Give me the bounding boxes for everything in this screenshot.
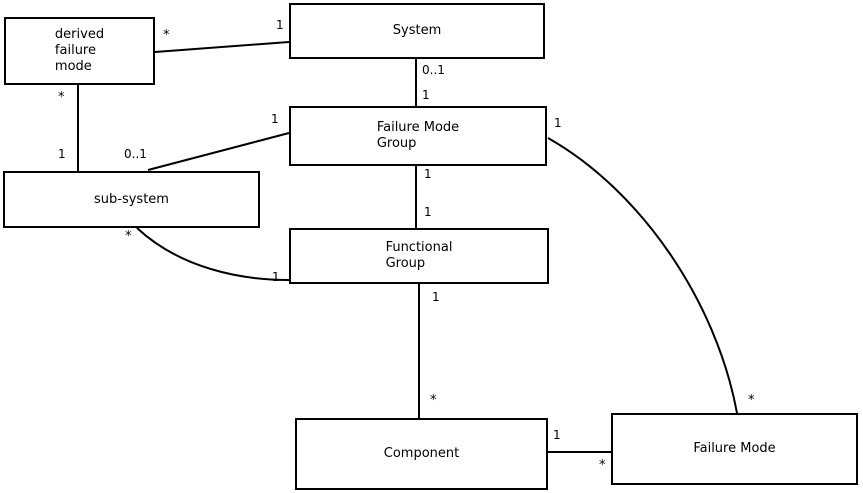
multiplicity-sub-system-to-failure-mode-group: 0..1 xyxy=(124,147,147,161)
multiplicity-system-to-failure-mode-group: 0..1 xyxy=(422,63,445,77)
class-box-system[interactable]: System xyxy=(289,3,545,59)
edge-sub-system-to-functional-group xyxy=(136,227,290,281)
multiplicity-derived-failure-mode-to-system: * xyxy=(163,28,170,43)
class-label-failure-mode: Failure Mode xyxy=(693,441,776,456)
multiplicity-component-to-failure-mode: 1 xyxy=(553,428,561,442)
multiplicity-functional-group-to-component: 1 xyxy=(432,290,440,304)
class-box-failure-mode[interactable]: Failure Mode xyxy=(611,413,858,485)
multiplicity-failure-mode-group-to-functional-group: 1 xyxy=(424,167,432,181)
class-label-failure-mode-group: Failure Mode Group xyxy=(376,120,460,151)
class-box-failure-mode-group[interactable]: Failure Mode Group xyxy=(289,106,547,166)
class-box-sub-system[interactable]: sub-system xyxy=(3,171,260,228)
multiplicity-failure-mode-to-failure-mode-group: * xyxy=(748,393,755,408)
class-box-derived-failure-mode[interactable]: derived failure mode xyxy=(4,17,155,85)
class-box-functional-group[interactable]: Functional Group xyxy=(289,228,549,284)
multiplicity-system-to-derived-failure-mode: 1 xyxy=(276,18,284,32)
class-label-functional-group: Functional Group xyxy=(385,240,453,271)
multiplicity-component-to-functional-group: * xyxy=(430,393,437,408)
multiplicity-failure-mode-to-component: * xyxy=(599,458,606,473)
multiplicity-failure-mode-group-to-failure-mode: 1 xyxy=(554,116,562,130)
class-label-sub-system: sub-system xyxy=(94,191,169,207)
edge-failure-mode-group-to-failure-mode xyxy=(547,137,738,414)
multiplicity-derived-failure-mode-to-sub-system: * xyxy=(58,90,65,105)
multiplicity-sub-system-to-derived-failure-mode: 1 xyxy=(58,147,66,161)
class-box-component[interactable]: Component xyxy=(295,418,548,490)
edge-sub-system-to-failure-mode-group xyxy=(147,132,290,171)
edge-derived-failure-mode-to-system xyxy=(154,41,290,53)
multiplicity-failure-mode-group-to-system: 1 xyxy=(422,88,430,102)
multiplicity-functional-group-to-failure-mode-group: 1 xyxy=(424,205,432,219)
class-label-derived-failure-mode: derived failure mode xyxy=(54,27,105,74)
class-label-component: Component xyxy=(383,446,460,461)
multiplicity-sub-system-to-functional-group: * xyxy=(125,229,132,244)
multiplicity-functional-group-to-sub-system: 1 xyxy=(272,270,280,284)
class-label-system: System xyxy=(392,23,442,38)
multiplicity-failure-mode-group-to-sub-system: 1 xyxy=(271,112,279,126)
